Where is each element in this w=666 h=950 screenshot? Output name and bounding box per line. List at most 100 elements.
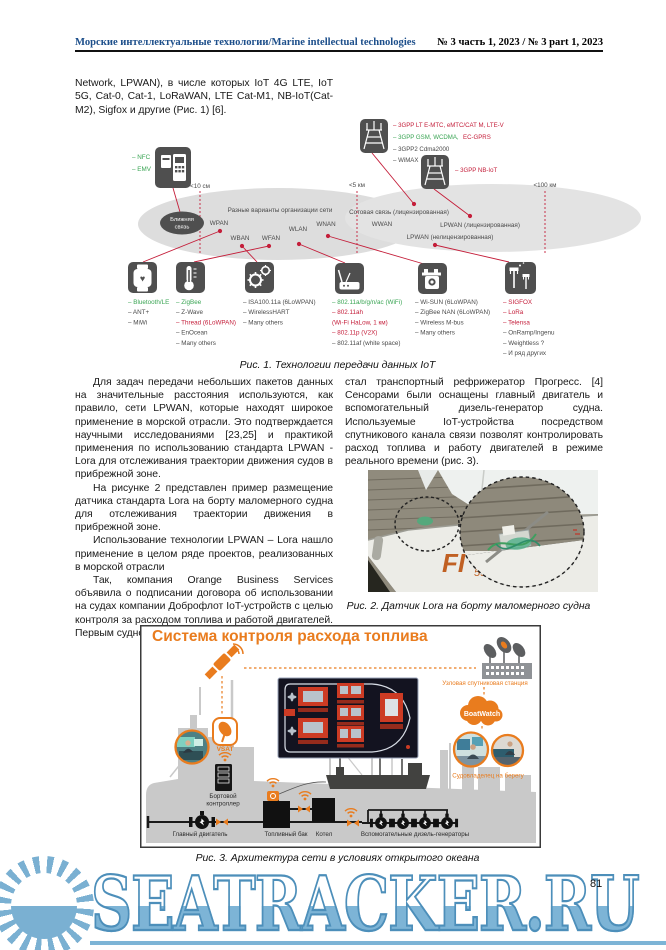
- sigfox-label-3: – OnRamp/Ingenu: [503, 330, 555, 337]
- scada-screenshot: [277, 677, 419, 759]
- network-zone-ellipse-right: [345, 184, 641, 252]
- payment-terminal-icon: [155, 147, 191, 188]
- water: [368, 560, 390, 592]
- tower1-line3: – 3GPP2 Cdma2000: [393, 146, 450, 153]
- journal-title: Морские интеллектуальные технологии/Mari…: [75, 37, 416, 48]
- page-number: 81: [590, 878, 603, 890]
- near-field-label-2: связь: [175, 225, 190, 231]
- router-label-3: – 802.11p (V2X): [332, 330, 377, 337]
- left-column: Для задач передачи небольших пакетов дан…: [75, 376, 333, 640]
- figure1-diagram: <10 см <5 км <100 км Ближняя связь Разны…: [128, 119, 641, 357]
- wwan-label: WWAN: [372, 221, 393, 228]
- wban-label: WBAN: [231, 235, 250, 242]
- owner-photo-1: [452, 731, 490, 768]
- thermo-label-3: – EnOcean: [176, 330, 208, 337]
- lora-sensor-small: [417, 516, 433, 526]
- sigfox-label-0: – SIGFOX: [503, 299, 533, 306]
- page-header: Морские интеллектуальные технологии/Mari…: [75, 37, 603, 52]
- gas-meter-icon: [418, 263, 447, 294]
- router-label-4: – 802.11af (white space): [332, 340, 401, 347]
- connector-lines: [142, 152, 510, 265]
- hull-mark: FI: [442, 548, 466, 578]
- distance-far: <100 км: [533, 182, 556, 189]
- tank-label: Топливный бак: [264, 831, 307, 838]
- figure2-caption: Рис. 2. Датчик Lora на борту маломерного…: [346, 601, 591, 612]
- owner-label: Судовладелец на берегу: [452, 773, 524, 780]
- satellite-icon: [204, 643, 244, 680]
- tower1-line2a: – 3GPP GSM, WCDMA,: [393, 134, 459, 141]
- tower2-label: – 3GPP NB-IoT: [455, 167, 497, 174]
- vsat-icon: [212, 717, 238, 746]
- boiler: [312, 798, 335, 822]
- figure1-caption: Рис. 1. Технологии передачи данных IoT: [239, 360, 436, 371]
- generators-label: Вспомогательные дизель-генераторы: [361, 831, 470, 838]
- engine-label: Главный двигатель: [173, 831, 228, 838]
- sun-disc: [11, 873, 77, 939]
- connector-dots: [217, 201, 473, 249]
- magnified-view: [460, 477, 584, 587]
- gears-label-2: – Many others: [243, 319, 283, 326]
- watermark-text: SEATRACKER.RU: [90, 859, 640, 949]
- variants-label: Разные варианты организации сети: [228, 207, 333, 214]
- gears-label-1: – WirelessHART: [243, 309, 290, 316]
- paragraph: Использование технологии LPWAN – Lora на…: [75, 535, 333, 573]
- lpwan-antenna-icon: [505, 262, 536, 294]
- ground-station: [482, 637, 532, 679]
- intro-paragraph: Network, LPWAN), в числе которых IoT 4G …: [75, 78, 333, 116]
- meter-label-0: – Wi-SUN (6LoWPAN): [415, 299, 478, 306]
- nfc-label: – NFC: [132, 154, 151, 161]
- magnifier-circle-big: [459, 476, 585, 588]
- crew-photo: [174, 729, 210, 765]
- sigfox-label-1: – LoRa: [503, 309, 524, 316]
- watch-label-0: – Bluetooth/LE: [128, 299, 169, 306]
- smartwatch-icon: ♥: [128, 262, 157, 293]
- lora-transmitter: [267, 781, 327, 801]
- figure3-title: Система контроля расхода топлива: [152, 628, 428, 645]
- distance-near: <10 см: [190, 183, 210, 190]
- fender: [371, 536, 384, 561]
- near-field-label-1: Ближняя: [170, 217, 194, 223]
- sigfox-label-4: – Weightless ?: [503, 340, 545, 347]
- boatwatch-cloud: [460, 696, 503, 726]
- figure3-diagram: Система контроля расхода топлива: [140, 625, 541, 848]
- router-label-0: – 802.11a/b/g/n/ac (WiFi): [332, 299, 402, 306]
- watch-label-1: – ANT+: [128, 309, 149, 316]
- tower1-line4: – WiMAX: [393, 157, 418, 164]
- sigfox-label-5: – И ряд других: [503, 350, 547, 357]
- meter-label-1: – ZigBee NAN (6LoWPAN): [415, 309, 490, 316]
- issue-info: № 3 часть 1, 2023 / № 3 part 1, 2023: [437, 37, 603, 48]
- controller-label-2: контроллер: [206, 801, 240, 808]
- cellular-label: Сотовая связь (лицензированная): [349, 209, 449, 216]
- satellite-links: [221, 667, 485, 731]
- cloud-label: BoatWatch: [464, 711, 500, 718]
- meter-label-3: – Many others: [415, 330, 455, 337]
- router-label-1: – 802.11ah: [332, 309, 364, 316]
- near-field-ellipse: [160, 211, 204, 235]
- figure3-caption: Рис. 3. Архитектура сети в условиях откр…: [195, 853, 480, 864]
- meter-label-2: – Wireless M-bus: [415, 319, 464, 326]
- thermo-label-2: – Thread (6LoWPAN): [176, 319, 236, 326]
- magnifier-circle-small: [394, 496, 460, 552]
- wfan-label: WFAN: [262, 235, 281, 242]
- thermo-label-4: – Many others: [176, 340, 216, 347]
- cell-tower-icon-1: [360, 119, 388, 153]
- vsat-label: VSAT: [217, 746, 234, 753]
- figure2-photo: FI 59: [368, 470, 598, 592]
- thermo-label-0: – ZigBee: [176, 299, 202, 306]
- svg-text:♥: ♥: [140, 274, 145, 284]
- cell-tower-icon-2: [421, 155, 449, 189]
- wpan-label: WPAN: [210, 220, 229, 227]
- distance-mid: <5 км: [349, 182, 365, 189]
- tower1-line1: – 3GPP LT E-MTC, eMTC/CAT M, LTE-V: [393, 122, 505, 129]
- sigfox-label-2: – Telensa: [503, 319, 530, 326]
- gears-label-0: – ISA100.11a (6LoWPAN): [243, 299, 316, 306]
- lpwan-unlic-label: LPWAN (нелицензированная): [407, 234, 494, 241]
- paragraph: стал транспортный рефрижератор Прогресс.…: [345, 377, 603, 468]
- wlan-label: WLAN: [289, 226, 308, 233]
- thermometer-icon: [176, 262, 205, 293]
- router-label-2: (Wi-Fi HaLow, 1 км): [332, 319, 388, 326]
- emv-label: – EMV: [132, 166, 152, 173]
- boiler-label: Котел: [316, 831, 333, 838]
- watch-label-2: – MiWi: [128, 319, 147, 326]
